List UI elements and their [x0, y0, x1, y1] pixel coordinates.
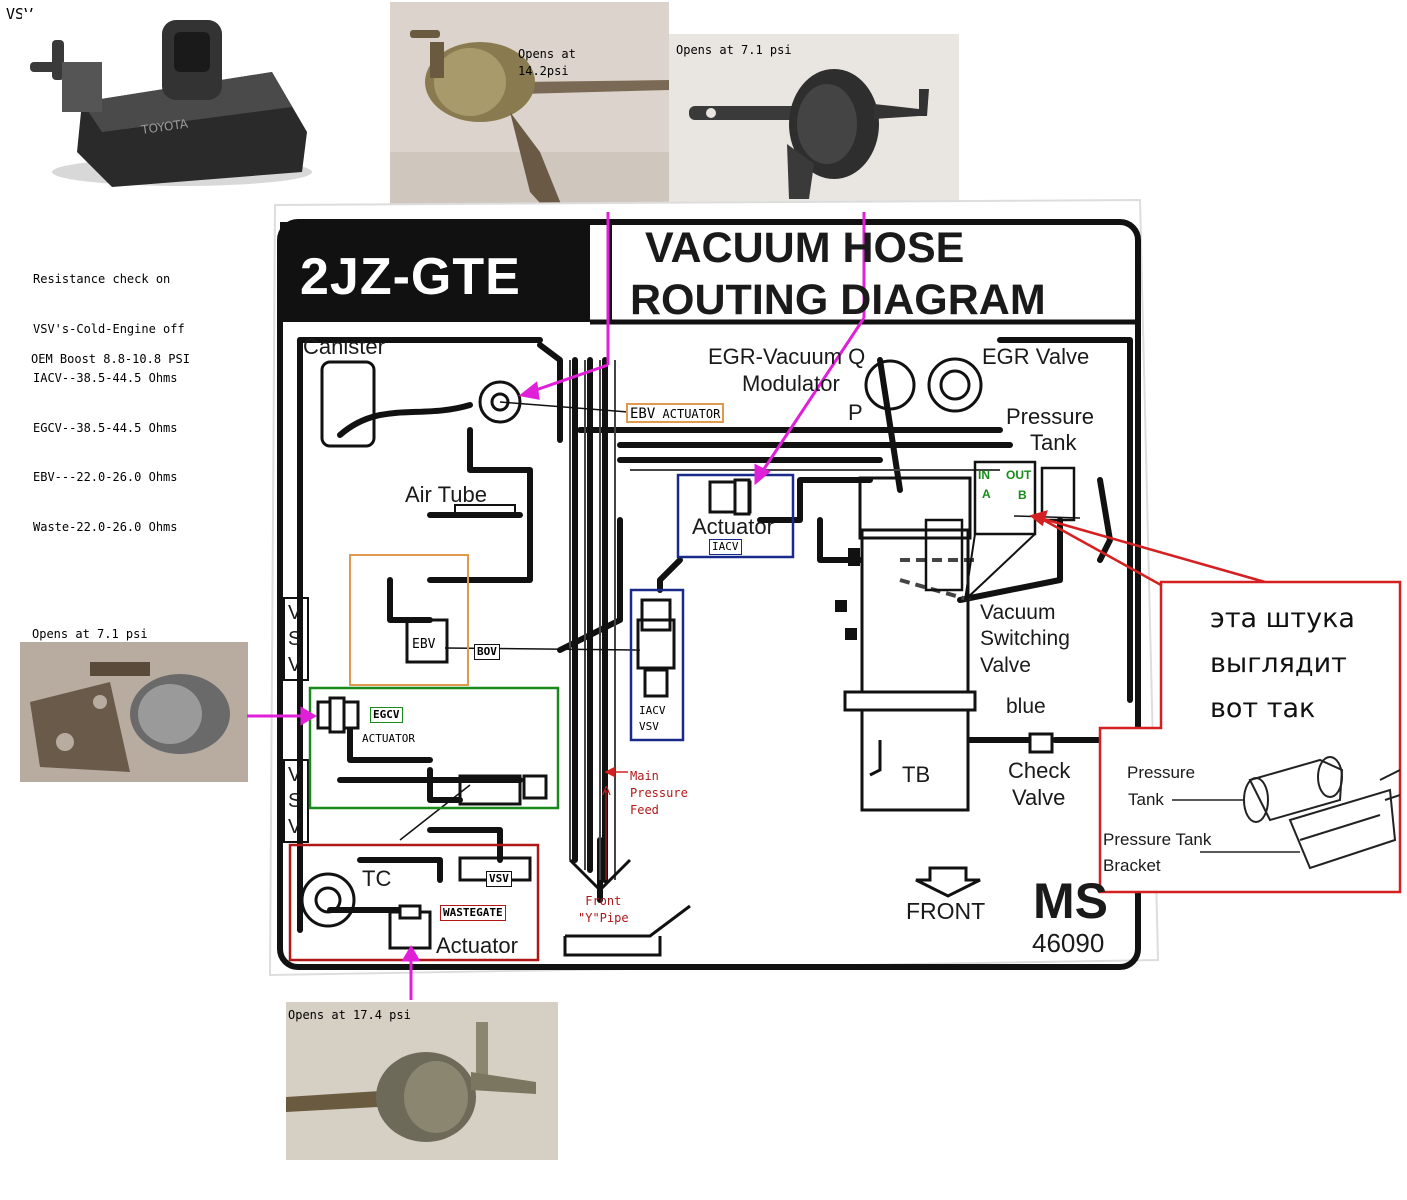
inset-ru-line3: вот так	[1210, 693, 1316, 724]
actuator-bottom-label: Actuator	[436, 933, 518, 958]
engine-code-title: 2JZ-GTE	[300, 248, 521, 306]
diagram-code-label: 46090	[1032, 928, 1105, 958]
caption-14-2psi: Opens at 14.2psi	[518, 47, 576, 78]
iacv-vsv-tag-1: IACV	[639, 704, 666, 717]
vsv-photo: TOYOTA	[22, 12, 312, 190]
note-line: Resistance check on	[33, 272, 171, 286]
egcv-actuator-tag: ACTUATOR	[362, 732, 415, 745]
inset-bracket-label-2: Bracket	[1103, 856, 1161, 875]
note-line: EBV---22.0-26.0 Ohms	[33, 470, 178, 484]
egcv-tag: EGCV	[370, 707, 403, 723]
bov-tag: BOV	[474, 644, 500, 660]
inset-pressure-tank-label-2: Tank	[1128, 790, 1164, 809]
inset-ru-line2: выглядит	[1210, 648, 1347, 679]
a-mark-label: A	[602, 783, 611, 798]
caption-17-4psi: Opens at 17.4 psi	[288, 1008, 411, 1022]
pressure-tank-out-label: OUT	[1006, 468, 1032, 482]
actuator-photo-17-4psi	[286, 1002, 558, 1160]
egr-modulator-label-1: EGR-Vacuum Q	[708, 344, 866, 369]
inset-pressure-tank-label-1: Pressure	[1127, 763, 1196, 782]
actuator-mid-label: Actuator	[692, 514, 774, 539]
blue-label: blue	[1006, 695, 1046, 718]
inset-ru-line1: эта штука	[1210, 603, 1355, 634]
vacuum-switching-label-1: Vacuum	[980, 601, 1056, 624]
ebv-actuator-tag: EBV ACTUATOR	[626, 403, 725, 423]
ebv-actuator-tag-sub: ACTUATOR	[662, 407, 721, 421]
actuator-photo-7-1psi-left	[20, 642, 248, 782]
pressure-tank-label-2: Tank	[1030, 430, 1077, 455]
vsv-vertical-label-2: V S V	[288, 764, 302, 838]
pressure-tank-b-label: B	[1018, 488, 1027, 502]
oem-boost-note: OEM Boost 8.8-10.8 PSI	[31, 352, 190, 366]
pressure-tank-label-1: Pressure	[1006, 404, 1095, 429]
check-valve-label-2: Valve	[1012, 785, 1066, 810]
note-line: VSV's-Cold-Engine off	[33, 321, 185, 336]
tc-label: TC	[362, 866, 392, 891]
diagram-title-line2: ROUTING DIAGRAM	[630, 276, 1046, 324]
ebv-tag: EBV	[412, 637, 436, 652]
svg-text:TOYOTA: TOYOTA	[139, 116, 189, 137]
check-valve-label-1: Check	[1008, 758, 1071, 783]
pressure-tank-a-label: A	[982, 487, 991, 501]
vacuum-switching-label-3: Valve	[980, 654, 1031, 677]
canister-label: Canister	[303, 334, 385, 359]
resistance-notes: Resistance check on VSV's-Cold-Engine of…	[33, 238, 185, 552]
inset-bracket-label-1: Pressure Tank	[1103, 830, 1212, 849]
vsv-vertical-label-1: V S V	[288, 602, 302, 676]
main-pressure-feed-note: Main Pressure Feed	[630, 769, 688, 817]
note-line: EGCV--38.5-44.5 Ohms	[33, 420, 178, 435]
note-line: Waste-22.0-26.0 Ohms	[33, 519, 178, 534]
caption-7-1psi-left: Opens at 7.1 psi	[32, 627, 148, 641]
wastegate-tag: WASTEGATE	[440, 905, 506, 921]
caption-7-1psi-top: Opens at 7.1 psi	[676, 43, 792, 57]
front-label: FRONT	[906, 898, 986, 924]
iacv-vsv-tag-2: VSV	[639, 720, 659, 733]
note-line: IACV--38.5-44.5 Ohms	[33, 371, 178, 385]
ebv-actuator-tag-main: EBV	[630, 406, 656, 422]
iacv-tag: IACV	[709, 539, 742, 555]
vsv-small-tag: VSV	[486, 871, 512, 887]
vacuum-switching-label-2: Switching	[980, 627, 1070, 650]
ms-label: MS	[1033, 873, 1108, 929]
egr-valve-label: EGR Valve	[982, 344, 1090, 369]
front-y-pipe-note: Front "Y"Pipe	[578, 894, 629, 925]
air-tube-label: Air Tube	[405, 482, 487, 507]
tb-label: TB	[902, 762, 931, 787]
actuator-photo-7-1psi-top	[669, 34, 959, 214]
diagram-title-line1: VACUUM HOSE	[645, 224, 965, 272]
p-label: P	[848, 400, 863, 425]
pressure-tank-in-label: IN	[978, 468, 990, 482]
egr-modulator-label-2: Modulator	[742, 371, 840, 396]
